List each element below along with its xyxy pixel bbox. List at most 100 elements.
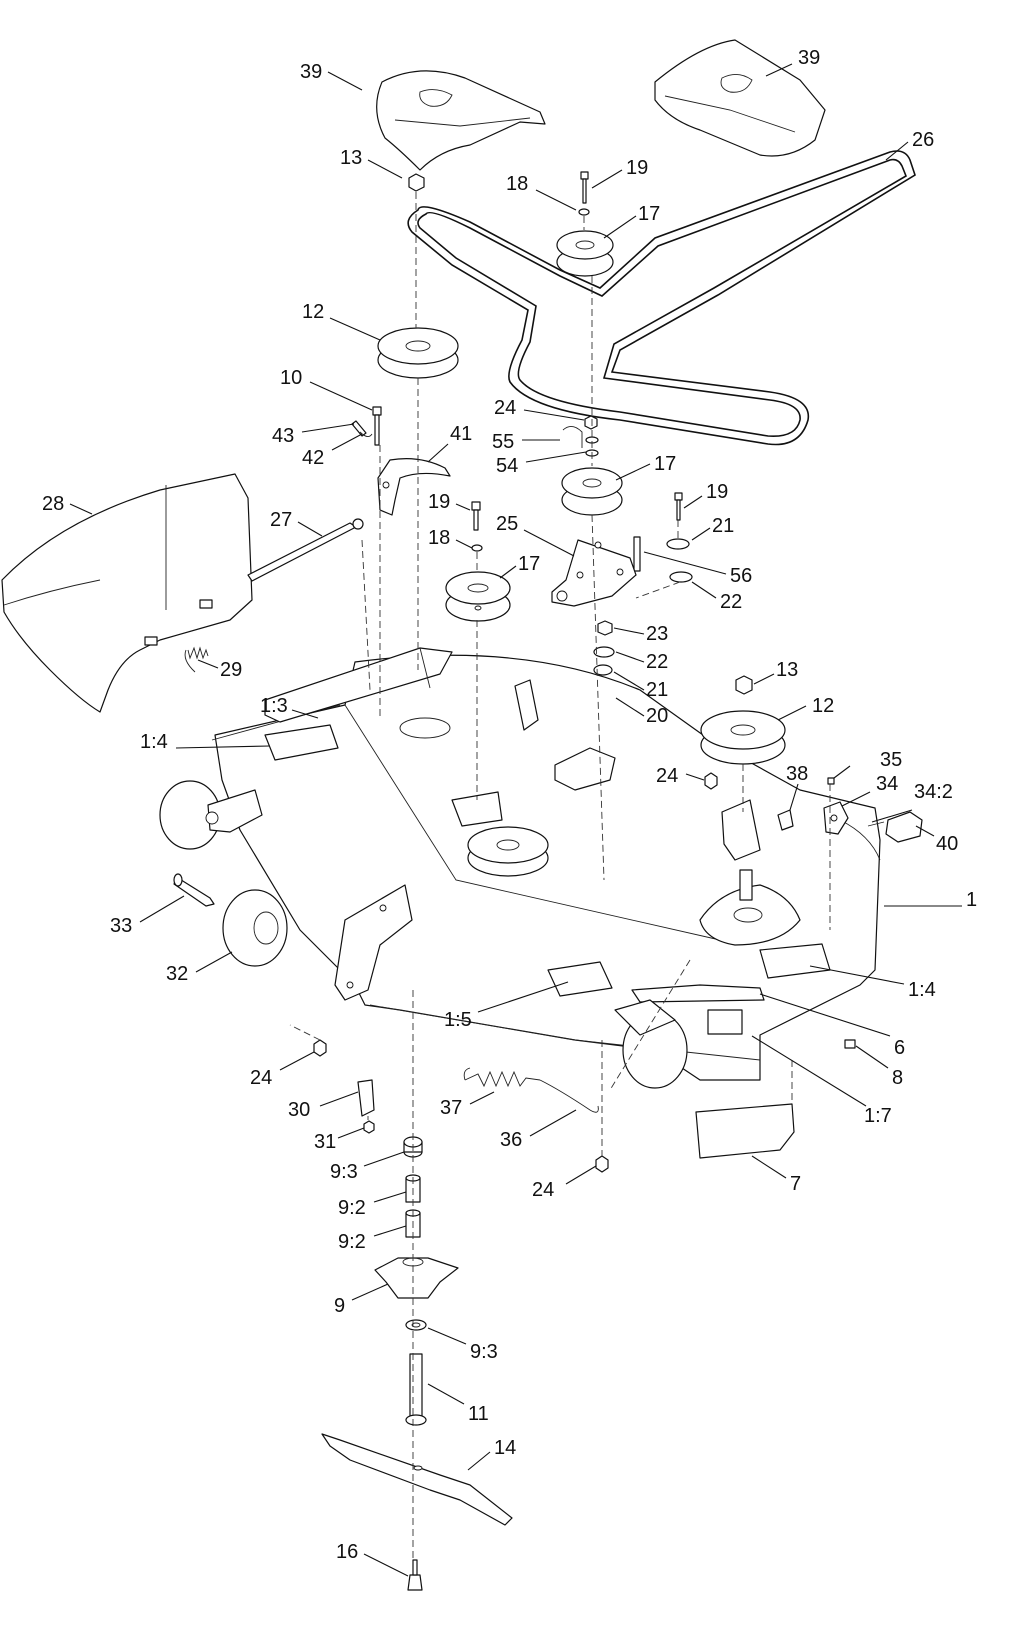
callout-22-stack: 22	[646, 651, 668, 673]
deck-rail-1-3	[264, 647, 453, 723]
blade-14	[321, 1433, 513, 1526]
bearing-9-3-lower	[405, 1319, 427, 1331]
callout-41: 41	[450, 423, 472, 445]
spindle-housing-9	[374, 1257, 459, 1299]
callout-36: 36	[500, 1129, 522, 1151]
callout-23: 23	[646, 623, 668, 645]
cover-7	[695, 1103, 795, 1159]
callout-12-left: 12	[302, 301, 324, 323]
bolt-19-mid	[471, 501, 483, 552]
callout-17-lower: 17	[518, 553, 540, 575]
callout-1-4-left: 1:4	[140, 731, 168, 753]
roller-left-upper	[159, 780, 263, 850]
deflector-28	[1, 473, 253, 713]
callout-9-2-lower: 9:2	[338, 1231, 366, 1253]
callout-27: 27	[270, 509, 292, 531]
callout-29: 29	[220, 659, 242, 681]
callout-1-4-right: 1:4	[908, 979, 936, 1001]
callout-20: 20	[646, 705, 668, 727]
decal-6	[631, 984, 765, 1003]
connector-40	[867, 811, 923, 843]
screw-35	[827, 777, 835, 785]
washer-22-right	[669, 571, 693, 583]
assembly-centerlines	[289, 192, 831, 1560]
pin-43-clip-42	[351, 420, 373, 437]
callout-21-right: 21	[712, 515, 734, 537]
callout-17-mid: 17	[654, 453, 676, 475]
spindle-pulley-12-left	[377, 327, 459, 379]
callout-24-left: 24	[250, 1067, 272, 1089]
pin-56	[633, 536, 641, 572]
washer-21-right	[666, 538, 690, 550]
callout-32: 32	[166, 963, 188, 985]
bolt-33	[173, 873, 215, 907]
callout-35: 35	[880, 749, 902, 771]
drive-belt	[407, 150, 916, 446]
callout-28: 28	[42, 493, 64, 515]
nut-13-right	[735, 675, 753, 695]
bracket-30	[357, 1079, 375, 1117]
deck-side-bracket	[334, 884, 413, 1001]
idler-pulley-17-mid	[561, 467, 623, 516]
deck-spindle-right	[699, 869, 801, 946]
callout-13-right: 13	[776, 659, 798, 681]
callout-1: 1	[966, 889, 977, 911]
callout-1-7: 1:7	[864, 1105, 892, 1127]
nut-24-bottom	[595, 1155, 609, 1173]
callout-55: 55	[492, 431, 514, 453]
spring-37	[463, 1067, 541, 1088]
spring-29	[184, 646, 209, 673]
callout-18-mid: 18	[428, 527, 450, 549]
bolt-19-top	[578, 171, 590, 216]
callout-22-right: 22	[720, 591, 742, 613]
nut-31	[363, 1120, 375, 1134]
callout-37: 37	[440, 1097, 462, 1119]
decal-1-5	[547, 961, 613, 997]
callout-24-bottom: 24	[532, 1179, 554, 1201]
callout-19-right: 19	[706, 481, 728, 503]
callout-39-right: 39	[798, 47, 820, 69]
callout-9-2-upper: 9:2	[338, 1197, 366, 1219]
decal-1-7	[707, 1009, 743, 1035]
bracket-41	[377, 458, 451, 516]
deck-spindle-left	[467, 826, 549, 877]
callout-10: 10	[280, 367, 302, 389]
deck-bracket-pad	[451, 679, 761, 861]
callout-40: 40	[936, 833, 958, 855]
belt-cover-right	[654, 39, 826, 157]
idler-hardware-stack	[562, 415, 599, 457]
idler-pulley-17-lower	[445, 571, 511, 622]
callout-31: 31	[314, 1131, 336, 1153]
switch-38	[777, 809, 794, 831]
nut-24-left	[313, 1039, 327, 1057]
spindle-pulley-12-right	[700, 710, 786, 765]
callout-9: 9	[334, 1295, 345, 1317]
callout-9-3-lower: 9:3	[470, 1341, 498, 1363]
callout-13-top: 13	[340, 147, 362, 169]
callout-54: 54	[496, 455, 518, 477]
bolt-10	[372, 406, 382, 446]
callout-19-top: 19	[626, 157, 648, 179]
callout-26: 26	[912, 129, 934, 151]
blade-bolt-16	[407, 1559, 423, 1591]
callout-42: 42	[302, 447, 324, 469]
idler-pulley-17-top	[556, 230, 614, 277]
callout-labels: 39 39 13 19 18 17 26 12 10 43 42 41 24 5…	[42, 47, 977, 1577]
nut-13-top	[408, 173, 425, 192]
callout-17-top: 17	[638, 203, 660, 225]
decal-1-4-left	[264, 724, 339, 761]
callout-24-idler: 24	[494, 397, 516, 419]
callout-6: 6	[894, 1037, 905, 1059]
bolt-19-right	[674, 492, 683, 521]
callout-56: 56	[730, 565, 752, 587]
callout-24-deck: 24	[656, 765, 678, 787]
callout-11: 11	[468, 1403, 489, 1425]
rod-36	[539, 1079, 599, 1113]
callout-9-3-upper: 9:3	[330, 1161, 358, 1183]
screw-8	[844, 1039, 856, 1049]
callout-30: 30	[288, 1099, 310, 1121]
wheel-32	[222, 889, 288, 967]
callout-12-right: 12	[812, 695, 834, 717]
callout-25: 25	[496, 513, 518, 535]
